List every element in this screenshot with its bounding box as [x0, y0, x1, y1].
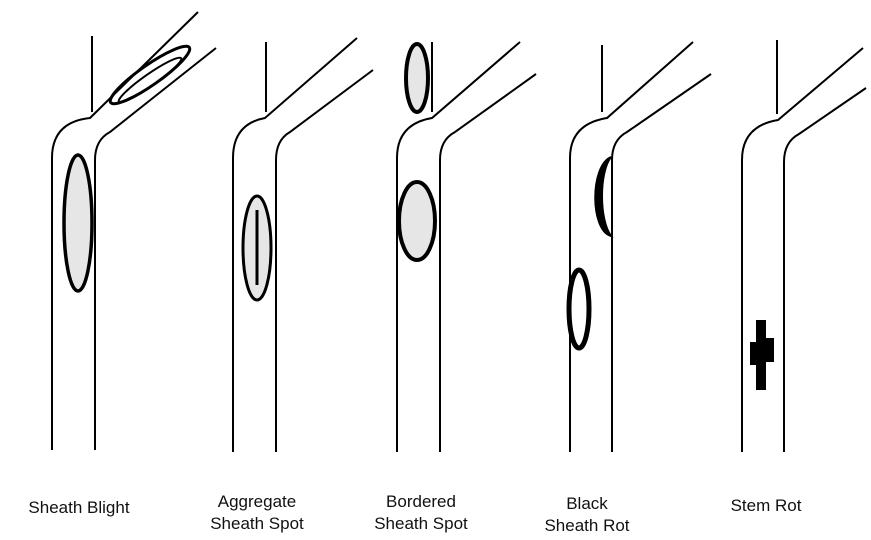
- label-stem-rot: Stem Rot: [706, 495, 826, 517]
- panel-bordered-sheath-spot: [397, 42, 536, 452]
- panel-stem-rot: [742, 40, 866, 452]
- lesion: [406, 44, 428, 112]
- stem-outline: [276, 70, 373, 452]
- stem-outline: [95, 48, 216, 450]
- lesion: [569, 270, 589, 348]
- stem-outline: [742, 48, 863, 452]
- lesion: [595, 157, 611, 236]
- stem-outline: [440, 74, 536, 452]
- panel-sheath-blight: [52, 12, 216, 450]
- label-bordered-sheath-spot: Bordered Sheath Spot: [346, 491, 496, 535]
- stem-outline: [570, 42, 693, 452]
- lesion: [399, 182, 435, 260]
- stem-outline: [784, 88, 866, 452]
- label-sheath-blight: Sheath Blight: [6, 497, 152, 519]
- label-aggregate-sheath-spot: Aggregate Sheath Spot: [182, 491, 332, 535]
- lesion: [64, 155, 92, 291]
- label-black-sheath-rot: Black Sheath Rot: [512, 493, 662, 537]
- panel-black-sheath-rot: [569, 42, 711, 452]
- panel-aggregate-sheath-spot: [233, 38, 373, 452]
- stem-outline: [612, 74, 711, 452]
- lesion: [750, 320, 774, 390]
